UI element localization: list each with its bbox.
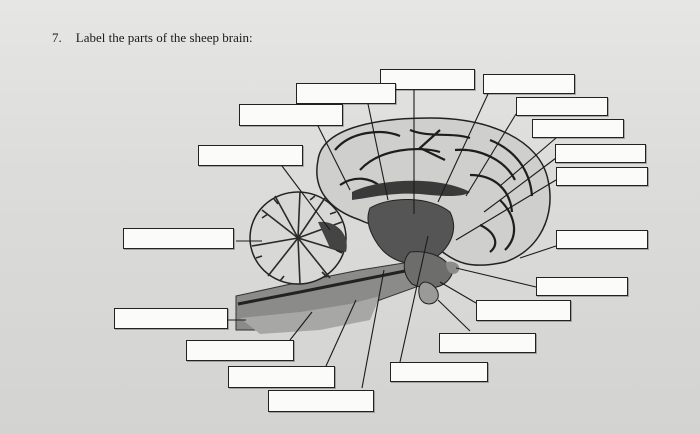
question-prompt: Label the parts of the sheep brain: (75, 30, 253, 45)
label-box[interactable] (123, 228, 234, 249)
label-box[interactable] (556, 167, 648, 186)
label-box[interactable] (476, 300, 571, 321)
label-box[interactable] (296, 83, 396, 104)
label-box[interactable] (390, 362, 488, 382)
label-box[interactable] (516, 97, 608, 116)
label-box[interactable] (555, 144, 646, 163)
label-box[interactable] (114, 308, 228, 329)
label-box[interactable] (380, 69, 475, 90)
cerebellum (249, 191, 347, 285)
central-canal-line (237, 268, 411, 306)
question-number: 7. (52, 30, 62, 45)
optic-chiasm (446, 261, 460, 274)
pituitary (418, 281, 439, 305)
label-box[interactable] (439, 333, 536, 353)
label-box[interactable] (228, 366, 335, 388)
label-box[interactable] (198, 145, 303, 166)
corpus-callosum (352, 180, 470, 200)
label-box[interactable] (239, 104, 343, 126)
pons (403, 251, 453, 289)
leader-lines (228, 90, 557, 389)
label-box[interactable] (186, 340, 294, 361)
label-box[interactable] (536, 277, 628, 296)
question-text: 7. Label the parts of the sheep brain: (52, 30, 253, 46)
label-box[interactable] (483, 74, 575, 94)
label-box[interactable] (268, 390, 374, 412)
label-box[interactable] (532, 119, 624, 138)
label-box[interactable] (556, 230, 648, 249)
